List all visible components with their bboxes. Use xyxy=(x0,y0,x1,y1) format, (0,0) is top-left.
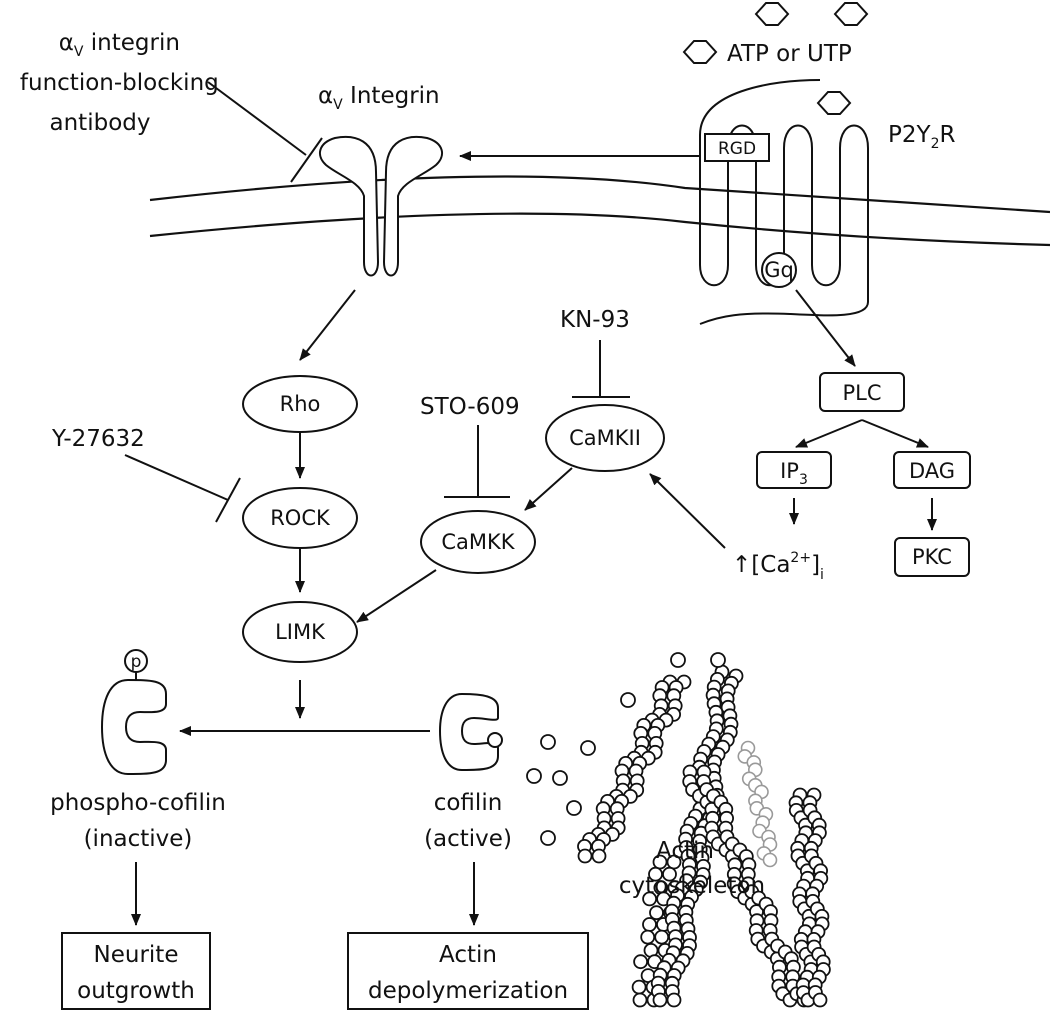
phosphate-label: p xyxy=(131,652,142,672)
camkk-label: CaMKK xyxy=(441,530,515,554)
plc-label: PLC xyxy=(842,381,881,405)
limk-label: LIMK xyxy=(275,620,326,644)
sto609-label: STO-609 xyxy=(420,394,520,420)
plc-node xyxy=(819,372,905,412)
pkc-node xyxy=(894,537,970,577)
actin-cytoskeleton xyxy=(577,664,831,1008)
p2y2-receptor: RGD Gq xyxy=(699,79,869,325)
pkc-label: PKC xyxy=(912,545,952,569)
actin-bead xyxy=(642,891,657,907)
y27632-inhibition-bar xyxy=(215,477,241,523)
actin-bead xyxy=(812,992,828,1008)
actin-monomer xyxy=(540,734,556,750)
dag-node xyxy=(893,451,971,489)
neurite-outgrowth-line2: outgrowth xyxy=(77,978,195,1004)
cofilin-state: (active) xyxy=(424,826,512,852)
phospho-cofilin-shape xyxy=(100,678,167,776)
ip3-node xyxy=(756,451,832,489)
camkk-node xyxy=(420,510,536,574)
camkii-to-camkk-arrow xyxy=(524,467,573,511)
phospho-cofilin-state: (inactive) xyxy=(84,826,193,852)
dag-label: DAG xyxy=(909,459,955,483)
rgd-motif-box xyxy=(704,133,770,162)
integrin-receptor xyxy=(318,135,444,277)
ligand-hexagons xyxy=(682,2,869,115)
cofilin-label: cofilin xyxy=(434,790,503,816)
gq-to-plc-arrow xyxy=(795,289,856,367)
ligand-hexagon xyxy=(833,2,869,26)
plc-to-ip3-arrow xyxy=(795,419,863,448)
plc-to-dag-arrow xyxy=(861,419,929,448)
neurite-outgrowth-box xyxy=(61,932,211,1010)
ip3-label: IP3 xyxy=(780,459,808,488)
ligand-hexagon xyxy=(816,91,852,115)
phospho-cofilin-label: phospho-cofilin xyxy=(50,790,226,816)
actin-monomer xyxy=(620,692,636,708)
actin-bead xyxy=(640,929,656,945)
actin-monomer xyxy=(710,652,726,668)
actin-bead xyxy=(632,992,648,1008)
free-actin-monomers xyxy=(526,652,726,846)
neurite-outgrowth-line1: Neurite xyxy=(94,942,179,968)
ligand-hexagon xyxy=(754,2,790,26)
camkk-to-limk-arrow xyxy=(356,569,437,623)
actin-label-line1: Actin xyxy=(656,838,714,864)
ligand-label: ATP or UTP xyxy=(727,41,852,67)
actin-bead xyxy=(577,848,593,864)
calcium-label: ↑[Ca2+]i xyxy=(732,550,824,583)
actin-label-line2: cytoskeleton xyxy=(619,873,765,899)
antibody-inhibition-bar xyxy=(290,137,323,183)
actin-bead xyxy=(591,848,607,864)
y27632-label: Y-27632 xyxy=(51,426,145,452)
actin-bead xyxy=(649,905,664,921)
antibody-label: αV integrin function-blocking antibody xyxy=(20,30,226,136)
actin-monomer xyxy=(670,652,686,668)
active-cofilin-shape xyxy=(438,692,499,772)
antibody-inhibition-line xyxy=(207,81,307,156)
actin-bead xyxy=(642,917,657,932)
actin-bead xyxy=(666,992,682,1008)
plasma-membrane xyxy=(149,175,1050,247)
integrin-label: αV Integrin xyxy=(318,83,440,113)
y27632-inhibition-line xyxy=(124,454,229,501)
actin-bead xyxy=(762,852,778,868)
integrin-to-rho-arrow xyxy=(299,289,356,361)
camkii-node xyxy=(545,404,665,472)
rho-label: Rho xyxy=(280,392,321,416)
actin-bead xyxy=(654,929,670,945)
actin-monomer xyxy=(552,770,568,786)
camkii-label: CaMKII xyxy=(569,426,641,450)
rgd-motif-label: RGD xyxy=(718,139,756,159)
actin-bead xyxy=(633,954,648,970)
gq-protein xyxy=(761,252,797,288)
actin-bead xyxy=(631,979,647,995)
actin-monomer xyxy=(580,740,596,756)
actin-bead xyxy=(652,992,668,1008)
kn93-label: KN-93 xyxy=(560,307,630,333)
actin-bead xyxy=(648,866,663,882)
actin-bead xyxy=(662,866,677,882)
phosphate-group xyxy=(124,649,148,673)
actin-depolymerization-box xyxy=(347,932,589,1010)
rock-label: ROCK xyxy=(270,506,331,530)
actin-monomer xyxy=(540,830,556,846)
calcium-to-camkii-arrow xyxy=(649,473,726,549)
p2y2r-label: P2Y2R xyxy=(888,122,955,152)
actin-monomer xyxy=(526,768,542,784)
gq-protein-label: Gq xyxy=(764,258,794,282)
actin-depolymerization-line2: depolymerization xyxy=(368,978,568,1004)
actin-depolymerization-line1: Actin xyxy=(439,942,497,968)
actin-monomer xyxy=(566,800,582,816)
cofilin-bound-actin-bead xyxy=(487,732,503,748)
limk-node xyxy=(242,601,358,663)
ligand-hexagon xyxy=(682,40,718,64)
